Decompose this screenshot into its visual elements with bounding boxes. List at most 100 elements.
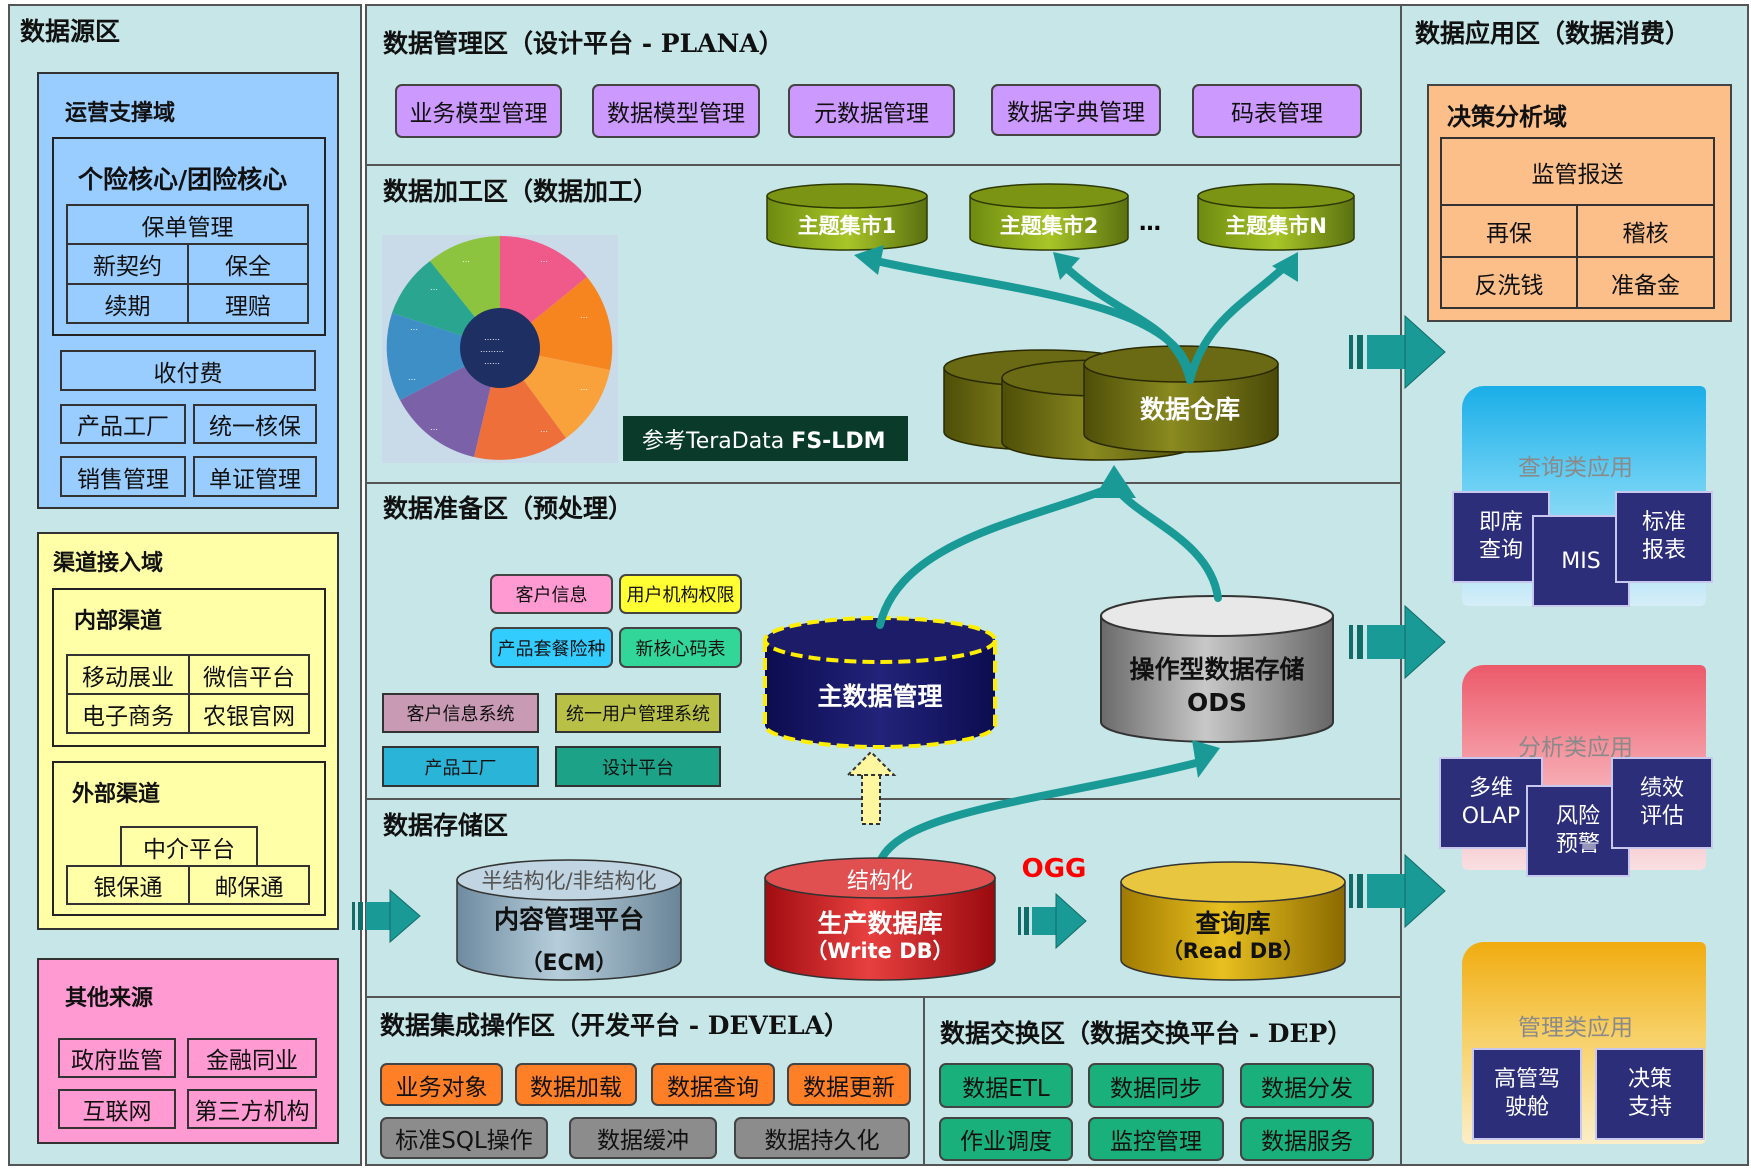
mgmt-app-title: 管理类应用: [1518, 1015, 1633, 1041]
svg-text:主题集市N: 主题集市N: [1225, 214, 1327, 238]
executive-cockpit: 高管驾驶舱: [1472, 1048, 1582, 1140]
svg-text:主题集市1: 主题集市1: [798, 214, 897, 238]
svg-text:生产数据库: 生产数据库: [817, 909, 942, 938]
svg-text:查询库: 查询库: [1195, 909, 1270, 938]
prod-to-ods-arrow: [876, 758, 1204, 866]
fs-ldm-label: 参考TeraData FS-LDM: [642, 429, 885, 454]
theme-mart-1: 主题集市1: [766, 183, 928, 251]
master-data-mgmt: 主数据管理: [763, 616, 997, 749]
internal-channel-title: 内部渠道: [74, 608, 163, 634]
storage-zone-title: 数据存储区: [383, 811, 509, 840]
svg-text:（ECM）: （ECM）: [520, 951, 617, 976]
prep-to-warehouse-arrowhead: [1094, 465, 1136, 498]
svg-text:半结构化/非结构化: 半结构化/非结构化: [481, 869, 656, 893]
preparation-zone-title: 数据准备区（预处理）: [383, 494, 634, 523]
processing-zone-title: 数据加工区（数据加工）: [383, 177, 659, 206]
svg-text:…: …: [430, 423, 438, 432]
query-app-title: 查询类应用: [1518, 455, 1633, 481]
svg-text:（Read DB）: （Read DB）: [1162, 939, 1304, 963]
warehouse-to-marts-arrowheads: [854, 245, 1298, 282]
tag-core-code-table: 新核心码表: [619, 627, 742, 668]
audit: 稽核: [1576, 204, 1715, 258]
svg-text:…: …: [430, 283, 438, 292]
olap-label: 多维OLAP: [1461, 776, 1521, 829]
op-data-buffer: 数据缓冲: [569, 1117, 717, 1159]
mart-ellipsis: …: [1139, 211, 1161, 236]
analysis-app-title: 分析类应用: [1518, 735, 1633, 761]
ops-domain-title: 运营支撑域: [65, 100, 176, 126]
voucher-management: 单证管理: [193, 456, 317, 497]
svg-text:（Write DB）: （Write DB）: [806, 939, 953, 963]
external-channel-group: [52, 761, 326, 916]
read-db: 查询库 （Read DB）: [1120, 861, 1346, 981]
anti-money-laundering: 反洗钱: [1440, 256, 1578, 309]
integration-zone-title: 数据集成操作区（开发平台 - DEVELA）: [380, 1011, 849, 1040]
svg-text:…: …: [580, 383, 588, 392]
storage-to-app-arrow: [1349, 853, 1446, 929]
svg-text:主题集市2: 主题集市2: [1000, 214, 1099, 238]
abc-official-site: 农银官网: [188, 693, 310, 734]
op-business-object: 业务对象: [380, 1063, 503, 1106]
svg-text:ODS: ODS: [1187, 688, 1247, 717]
fs-ldm-wheel: ………………… ……… ……… ………: [382, 235, 618, 463]
product-factory-system: 产品工厂: [382, 746, 539, 787]
tag-user-org-permission: 用户机构权限: [619, 574, 742, 614]
svg-text:…: …: [580, 311, 588, 320]
svg-text:……: ……: [484, 357, 500, 366]
svg-text:………: ………: [480, 345, 504, 354]
decision-support: 决策支持: [1595, 1048, 1705, 1140]
third-party: 第三方机构: [187, 1089, 317, 1129]
bank-insurance-link: 银保通: [66, 865, 190, 905]
business-model-mgmt: 业务模型管理: [395, 84, 562, 138]
warehouse-to-marts-arrows: [868, 256, 1294, 384]
svg-text:…: …: [540, 425, 548, 434]
postal-insurance-link: 邮保通: [188, 865, 310, 905]
svg-text:…: …: [410, 323, 418, 332]
cockpit-label: 高管驾驶舱: [1493, 1067, 1560, 1120]
exchange-zone-title: 数据交换区（数据交换平台 - DEP）: [940, 1019, 1353, 1048]
svg-text:…: …: [540, 255, 548, 264]
theme-mart-2: 主题集市2: [969, 183, 1129, 251]
op-data-loading: 数据加载: [515, 1063, 637, 1106]
processing-to-app-arrow: [1349, 314, 1446, 390]
ogg-sync-arrow: [1018, 892, 1087, 950]
core-system-title: 个险核心/团险核心: [78, 165, 288, 194]
design-platform-system: 设计平台: [555, 746, 721, 787]
source-to-storage-arrow: [352, 888, 421, 944]
svg-text:……: ……: [484, 333, 500, 342]
op-standard-sql: 标准SQL操作: [380, 1117, 548, 1159]
adhoc-query-label: 即席查询: [1478, 510, 1523, 563]
mis-label: MIS: [1561, 548, 1601, 574]
financial-peers: 金融同业: [187, 1038, 317, 1078]
ex-data-distribution: 数据分发: [1240, 1063, 1374, 1108]
sales-management: 销售管理: [60, 456, 186, 497]
prep-to-warehouse-arrows: [876, 484, 1222, 629]
management-zone-title: 数据管理区（设计平台 - PLANA）: [383, 29, 784, 58]
preparation-to-app-arrow: [1349, 604, 1446, 680]
core-system-group: [52, 137, 326, 336]
op-data-query: 数据查询: [651, 1063, 775, 1106]
reserve: 准备金: [1576, 256, 1715, 309]
mobile-sales: 移动展业: [66, 654, 190, 695]
code-table-mgmt: 码表管理: [1192, 84, 1362, 138]
svg-text:结构化: 结构化: [847, 869, 913, 894]
ods: 操作型数据存储 ODS: [1100, 595, 1334, 743]
ex-data-service: 数据服务: [1240, 1117, 1374, 1161]
tag-product-package: 产品套餐险种: [490, 627, 613, 668]
performance-eval-label: 绩效评估: [1639, 776, 1684, 829]
gov-regulation: 政府监管: [58, 1038, 176, 1078]
svg-text:主数据管理: 主数据管理: [817, 682, 942, 711]
ex-monitoring: 监控管理: [1088, 1117, 1224, 1161]
mis: MIS: [1532, 515, 1630, 607]
prod-to-mdm-arrow: [845, 750, 897, 825]
claims: 理赔: [187, 283, 309, 324]
svg-text:…: …: [408, 373, 416, 382]
metadata-mgmt: 元数据管理: [788, 84, 955, 138]
decision-support-label: 决策支持: [1627, 1067, 1672, 1120]
ex-data-etl: 数据ETL: [939, 1063, 1073, 1108]
content-mgmt-platform: 半结构化/非结构化 内容管理平台 （ECM）: [456, 859, 682, 981]
channel-domain-title: 渠道接入域: [53, 550, 164, 576]
data-dictionary-mgmt: 数据字典管理: [991, 84, 1161, 136]
prod-to-ods-arrowhead: [1192, 740, 1220, 778]
